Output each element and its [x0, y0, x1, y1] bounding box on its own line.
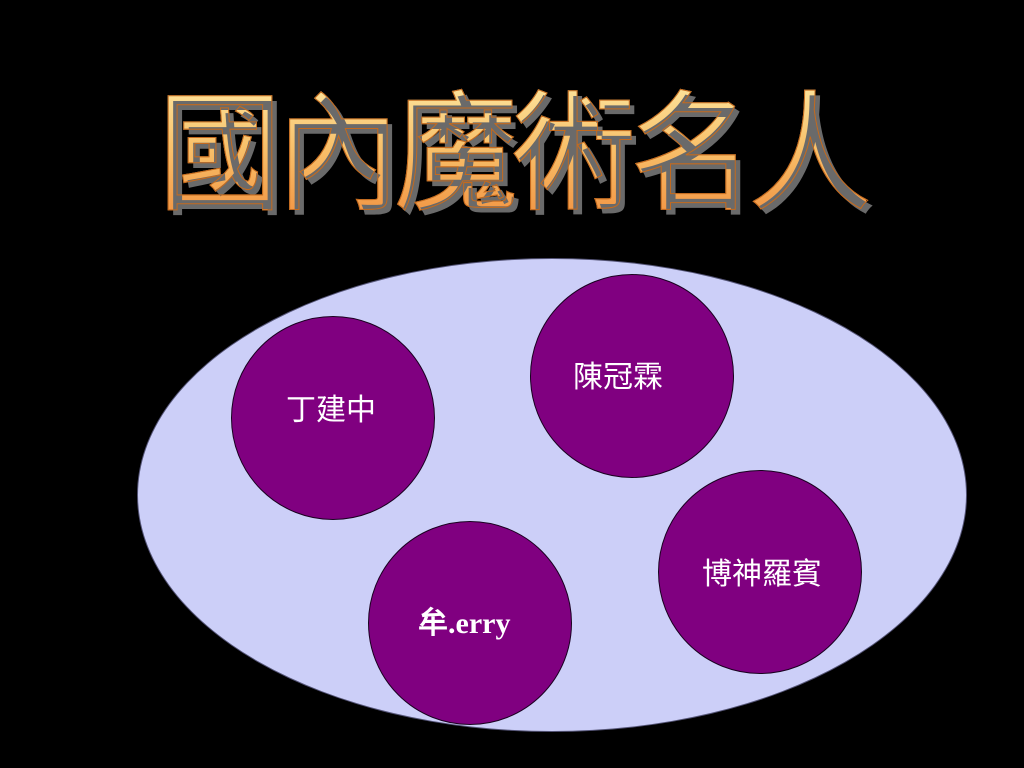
title-container: 國內魔術名人: [0, 79, 1024, 240]
name-bubble-3: [658, 470, 862, 674]
slide-title: 國內魔術名人: [157, 76, 872, 234]
name-label-1: 丁建中: [286, 393, 376, 428]
name-bubble-4: [368, 521, 572, 725]
name-label-2: 陳冠霖: [573, 360, 663, 395]
name-bubble-2: [530, 274, 734, 478]
name-label-4: 牟.erry: [418, 607, 511, 640]
name-bubble-1: [231, 316, 435, 520]
name-label-3: 博神羅賓: [702, 557, 822, 592]
